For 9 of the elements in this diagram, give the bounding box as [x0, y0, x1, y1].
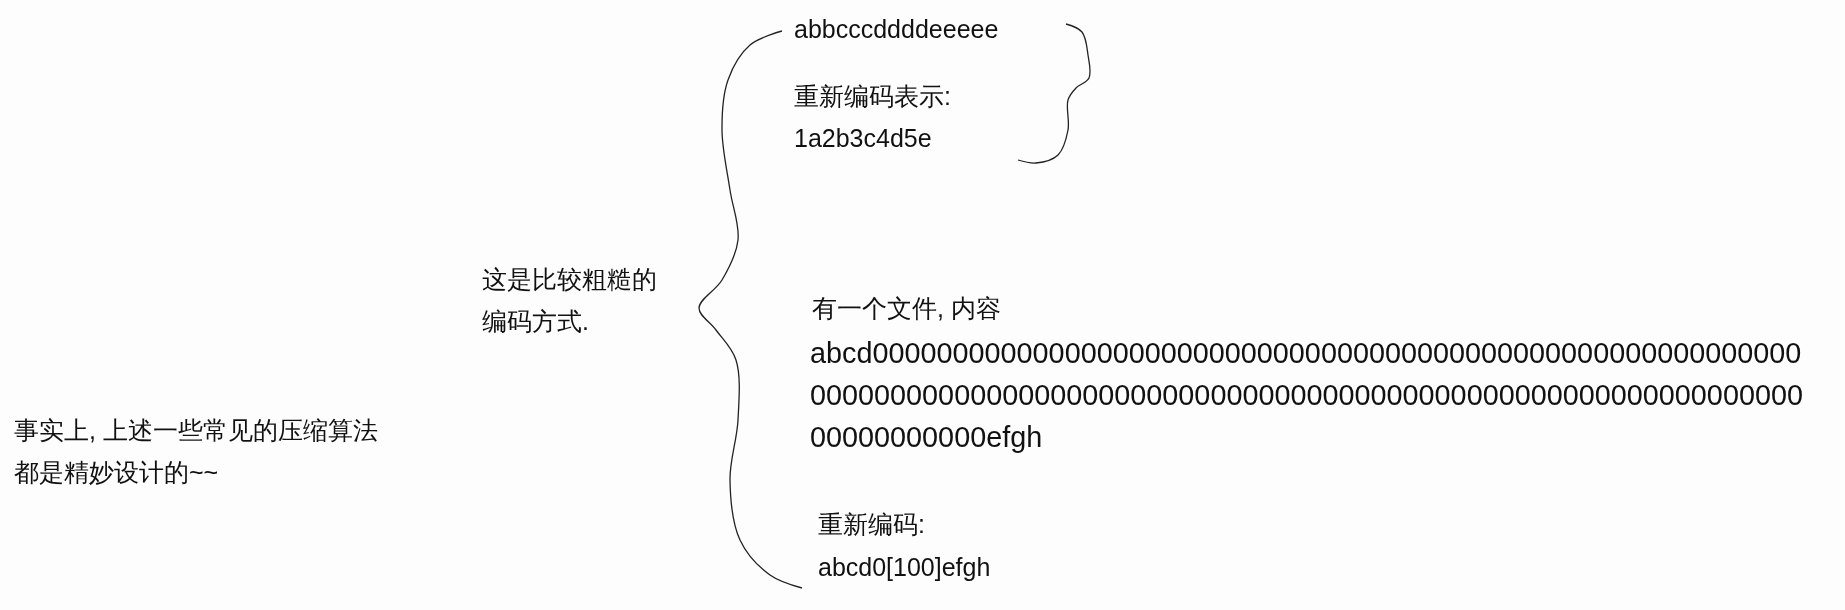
caption-text: 重新编码表示:: [794, 81, 951, 112]
encoded-string: abcd0[100]efgh: [818, 552, 991, 583]
note-text: 这是比较粗糙的编码方式.: [482, 264, 658, 337]
caption-text: 重新编码:: [818, 509, 925, 540]
example-string: abcd00000000000000000000000000000000000000000000000000000000000000000000000000000000000000000000000000000000000000000000000000000000000efgh: [810, 336, 1804, 455]
encoded-string: 1a2b3c4d5e: [794, 123, 932, 154]
caption-text: 有一个文件, 内容: [812, 293, 1001, 324]
example-string: abbcccddddeeeee: [794, 14, 999, 45]
note-text: 事实上, 上述一些常见的压缩算法都是精妙设计的~~: [14, 415, 379, 488]
